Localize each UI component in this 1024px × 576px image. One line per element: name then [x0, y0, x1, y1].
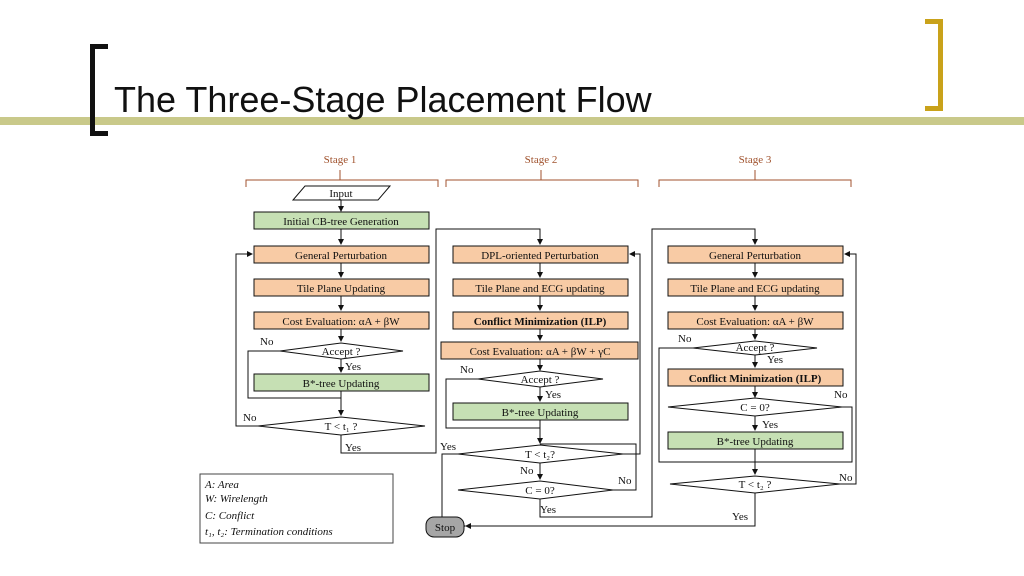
s2-no-1: No	[460, 364, 474, 376]
legend-wirelength: W: Wirelength	[205, 493, 268, 505]
s1-update: B*-tree Updating	[303, 378, 380, 390]
s2-no-3: No	[618, 475, 632, 487]
s2-accept: Accept ?	[521, 374, 560, 386]
s2-yes-2: Yes	[440, 441, 456, 453]
s2-conflict: Conflict Minimization (ILP)	[474, 316, 607, 328]
s1-yes-1: Yes	[345, 361, 361, 373]
s1-temp-diamond	[257, 416, 426, 436]
s2-perturb: DPL-oriented Perturbation	[481, 250, 599, 262]
s2-accept-diamond	[477, 370, 604, 388]
stop-label: Stop	[435, 522, 456, 534]
s2-c0: C = 0?	[525, 485, 555, 497]
s1-input-shape	[291, 185, 392, 201]
s3-accept-diamond	[692, 340, 818, 356]
s1-temp: T < t₁ ?	[325, 421, 358, 433]
title-accent-bar	[0, 117, 1024, 125]
s1-cost: Cost Evaluation: αA + βW	[282, 316, 400, 328]
s3-tile: Tile Plane and ECG updating	[690, 283, 820, 295]
legend-termination: t₁, t₂: Termination conditions	[205, 526, 333, 538]
stage-3-brace	[658, 170, 852, 187]
s2-no-2: No	[520, 465, 534, 477]
legend-conflict: C: Conflict	[205, 510, 255, 522]
stage-3-label: Stage 3	[739, 154, 772, 166]
left-bracket-decoration	[90, 44, 108, 136]
s2-update: B*-tree Updating	[502, 407, 579, 419]
s1-accept: Accept ?	[322, 346, 361, 358]
stage-2-label: Stage 2	[525, 154, 558, 166]
legend-area: A: Area	[204, 479, 239, 491]
s3-accept: Accept ?	[736, 342, 775, 354]
s2-yes-3: Yes	[540, 504, 556, 516]
legend-box	[199, 473, 394, 544]
s1-init: Initial CB-tree Generation	[283, 216, 399, 228]
s2-tile: Tile Plane and ECG updating	[475, 283, 605, 295]
s3-perturb: General Perturbation	[709, 250, 801, 262]
s1-tile: Tile Plane Updating	[297, 283, 386, 295]
stage-1-label: Stage 1	[324, 154, 357, 166]
s3-cost: Cost Evaluation: αA + βW	[696, 316, 814, 328]
s3-temp: T < t₂ ?	[739, 479, 772, 491]
right-bracket-decoration	[925, 19, 943, 111]
stage-1-brace	[245, 170, 439, 187]
slide-title: The Three-Stage Placement Flow	[114, 79, 652, 120]
s1-perturb: General Perturbation	[295, 250, 387, 262]
s3-no-2: No	[834, 389, 848, 401]
s2-temp: T < t₂?	[525, 449, 555, 461]
s3-update: B*-tree Updating	[717, 436, 794, 448]
s3-yes-3: Yes	[732, 511, 748, 523]
s1-no-2: No	[243, 412, 257, 424]
stage-2-brace	[445, 170, 639, 187]
s3-conflict: Conflict Minimization (ILP)	[689, 373, 822, 385]
s1-accept-diamond	[279, 342, 404, 360]
s3-no-1: No	[678, 333, 692, 345]
s2-cost: Cost Evaluation: αA + βW + γC	[470, 346, 611, 358]
s2-yes-1: Yes	[545, 389, 561, 401]
s1-yes-2: Yes	[345, 442, 361, 454]
s3-c0: C = 0?	[740, 402, 770, 414]
s1-input: Input	[329, 188, 352, 200]
s3-yes-2: Yes	[762, 419, 778, 431]
s3-yes-1: Yes	[767, 354, 783, 366]
s3-no-3: No	[839, 472, 853, 484]
stop-terminal	[425, 516, 465, 538]
s1-no-1: No	[260, 336, 274, 348]
